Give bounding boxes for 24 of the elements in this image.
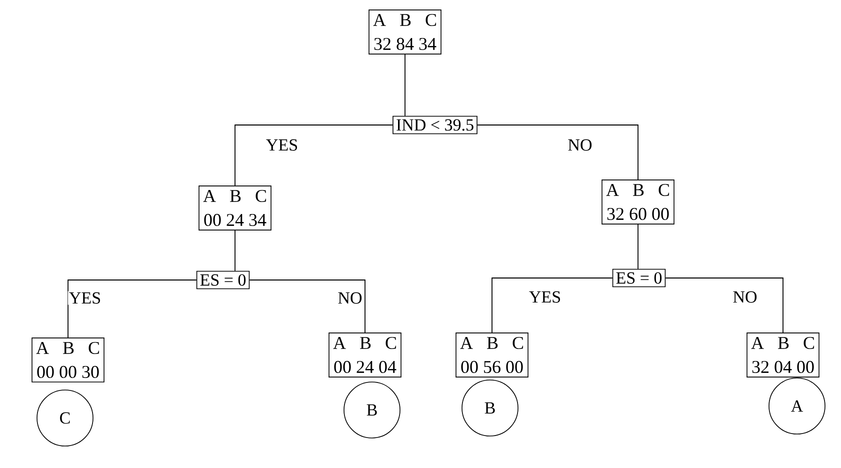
branch-line <box>234 124 394 186</box>
class-count-box: A B C 32 60 00 <box>602 180 674 224</box>
branch-line <box>249 280 366 333</box>
class-count-box: A B C 00 24 04 <box>328 332 402 378</box>
branch-line <box>665 278 784 333</box>
edge-label: YES <box>68 291 102 305</box>
edge-label: NO <box>732 290 758 304</box>
class-count-box: A B C 32 84 34 <box>368 10 442 54</box>
class-count-box: A B C 00 56 00 <box>456 332 528 378</box>
edge-label: NO <box>566 138 594 152</box>
class-count-box: A B C 00 24 34 <box>198 186 272 230</box>
split-condition-box: ES = 0 <box>612 268 666 288</box>
edge-label: YES <box>528 290 562 304</box>
branch-line <box>492 278 613 333</box>
branch-line <box>404 54 406 116</box>
split-condition-box: ES = 0 <box>196 270 250 290</box>
branch-line <box>68 280 197 338</box>
class-count-box: A B C 00 00 30 <box>32 338 104 382</box>
edge-label: YES <box>264 138 300 152</box>
split-condition-box: IND < 39.5 <box>392 116 478 134</box>
class-count-box: A B C 32 04 00 <box>746 332 820 378</box>
branch-line <box>234 230 236 272</box>
branch-line <box>476 124 638 180</box>
edge-label: NO <box>336 291 364 305</box>
